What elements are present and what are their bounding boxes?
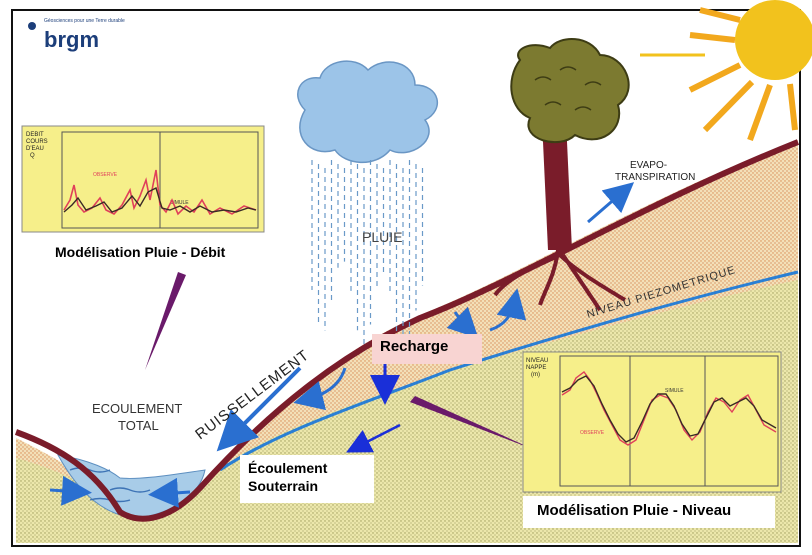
pointer-wedge-flow xyxy=(145,272,186,370)
level-ylabel-2: NAPPE xyxy=(526,365,546,371)
groundwater-flow-arrow xyxy=(346,423,401,453)
rain-label: PLUIE xyxy=(362,229,402,245)
level-observed-series xyxy=(561,371,777,446)
level-simulated-label: SIMULE xyxy=(665,388,684,394)
logo-text: brgm xyxy=(44,27,99,52)
flow-ylabel-4: Q xyxy=(30,153,35,159)
inflow-arrow-right xyxy=(148,477,191,508)
evapo-arrow xyxy=(587,182,635,224)
cloud-icon xyxy=(297,60,439,164)
underground-flow-label: Écoulement Souterrain xyxy=(240,455,374,503)
level-ylabel-3: (m) xyxy=(531,372,540,378)
evapo-label-2: TRANSPIRATION xyxy=(615,172,695,183)
level-ylabel-1: NIVEAU xyxy=(526,358,548,364)
rain-level-model-label: Modélisation Pluie - Niveau xyxy=(523,496,775,528)
total-flow-label-1: ECOULEMENT xyxy=(92,401,182,416)
rain-flow-model-label: Modélisation Pluie - Débit xyxy=(47,240,279,270)
water-table-line xyxy=(219,270,799,472)
infiltration-arrow-1 xyxy=(293,367,347,411)
flow-ylabel-2: COURS xyxy=(26,139,48,145)
underground-flow-line-1: Écoulement xyxy=(248,460,328,476)
flow-ylabel-3: D'EAU xyxy=(26,146,44,152)
pointer-wedge-level xyxy=(410,396,535,450)
ground-surface-line xyxy=(14,139,800,522)
runoff-arrow xyxy=(216,366,302,452)
flow-simulated-label: SIMULE xyxy=(170,200,189,206)
level-observed-label: OBSERVE xyxy=(580,430,605,436)
rain-lines xyxy=(311,160,424,358)
level-inset: NIVEAU NAPPE (m) OBSERVE SIMULE xyxy=(522,351,782,493)
sun-icon xyxy=(688,0,812,142)
underground-flow-line-2: Souterrain xyxy=(248,478,319,494)
infiltration-arrow-3 xyxy=(489,288,527,332)
tree-icon xyxy=(493,37,630,312)
flow-ylabel-1: DEBIT xyxy=(26,132,44,138)
flow-simulated-series xyxy=(63,187,257,213)
flow-observed-series xyxy=(63,169,257,216)
flow-inset: DEBIT COURS D'EAU Q OBSERVE SIMULE xyxy=(21,125,265,233)
logo-tagline: Géosciences pour une Terre durable xyxy=(44,18,125,24)
brgm-logo: brgm Géosciences pour une Terre durable xyxy=(28,18,125,52)
infiltration-arrow-2 xyxy=(446,306,479,339)
total-flow-label-2: TOTAL xyxy=(118,418,159,433)
evapo-label-1: EVAPO- xyxy=(630,160,667,171)
level-simulated-series xyxy=(561,375,777,443)
recharge-label: Recharge xyxy=(372,334,482,364)
flow-observed-label: OBSERVE xyxy=(93,172,118,178)
inflow-arrow-left xyxy=(49,475,92,506)
